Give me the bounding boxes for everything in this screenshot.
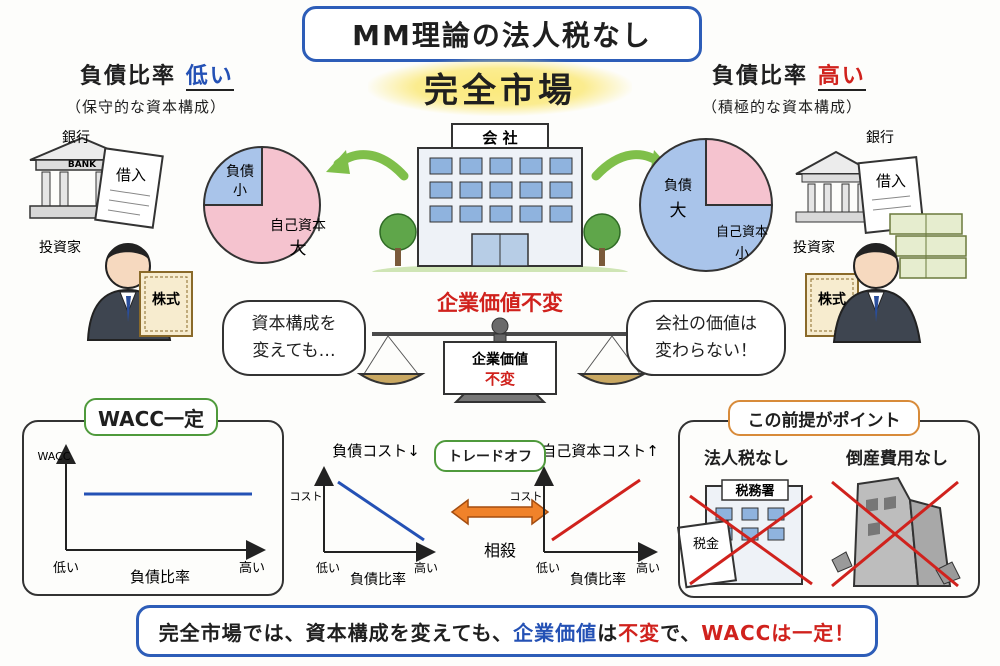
scale-label-line1: 企業価値 [471,351,528,368]
right-stock-label: 株式 [818,291,846,308]
left-pie-debt-slice [202,145,263,206]
left-loan-label: 借入 [116,166,146,184]
left-heading-emph: 低い [185,64,234,91]
right-pie-chart [639,137,774,272]
right-investor-label: 投資家 [793,239,835,256]
equity-cost-x-high: 高い [636,560,660,575]
right-pie-equity-slice [705,137,774,206]
bubble-left-line1: 資本構成を [251,313,337,334]
cash-stack-icon [889,213,967,279]
title-frame: MM理論の法人税なし [302,6,702,62]
debt-cost-y-label: コスト [290,490,323,503]
company-sign: 会 社 [482,129,517,147]
left-investor-label: 投資家 [39,239,81,256]
left-pie-equity-line2: 大 [290,239,307,259]
speech-bubble-right: 会社の価値は 変わらない！ [626,300,786,376]
right-investor-icon [805,243,922,343]
left-pie-equity-line1: 自己資本 [270,218,326,234]
tradeoff-tag-text: トレードオフ [448,449,532,465]
right-heading: 負債比率 高い [712,58,866,91]
enterprise-value-heading: 企業価値不変 [436,291,563,315]
bubble-left-line2: 変えても… [252,341,336,361]
offset-label: 相殺 [484,541,516,560]
right-bank-icon [795,150,877,223]
company-building-icon [372,123,628,272]
summary-banner: 完全市場では、資本構成を変えても、 企業価値 は 不変 で、 WACCは一定！ [136,605,878,657]
right-loan-label: 借入 [876,172,906,190]
left-bank-label: 銀行 [62,130,90,146]
wacc-x-label: 負債比率 [130,568,190,586]
bubble-right-line2: 変わらない！ [655,341,757,361]
tax-cross-line-2 [689,494,813,586]
bankruptcy-cross-line-2 [831,480,959,588]
debt-cost-title: 負債コスト↓ [332,442,420,460]
equity-cost-increasing-line [551,478,641,542]
left-pie-debt-line1: 負債 [226,164,254,180]
left-pie-chart [202,145,321,264]
right-pie-equity-line2: 小 [735,246,749,262]
right-pie-debt-line2: 大 [670,201,687,221]
scale-label-line2: 不変 [485,370,515,388]
wacc-panel [22,420,284,596]
debt-cost-decreasing-line [337,480,425,542]
right-pie-debt-slice [639,137,774,272]
perfect-market-heading: 完全市場 [368,58,632,116]
left-loan-document [94,147,164,229]
equity-cost-title: 自己資本コスト↑ [541,442,659,460]
equity-cost-chart [534,466,658,562]
equity-cost-x-label: 負債比率 [570,571,626,588]
equity-cost-x-low: 低い [536,561,560,575]
page-title: MM理論の法人税なし [352,19,652,52]
left-heading-prefix: 負債比率 [80,64,177,89]
tradeoff-tag: トレードオフ [434,440,546,472]
wacc-tag: WACC一定 [84,398,218,436]
summary-part3: は [597,620,619,645]
premise-item-no-bankruptcy-cost: 倒産費用なし [846,449,948,469]
debt-cost-chart [314,466,436,562]
debt-cost-x-low: 低い [316,561,340,575]
wacc-y-label: WACC [38,450,71,463]
summary-part6: WACCは一定！ [701,620,856,645]
summary-part2: 企業価値 [513,620,598,645]
left-pie-debt-line2: 小 [233,183,247,199]
right-bank-label: 銀行 [866,130,894,146]
speech-bubble-left: 資本構成を 変えても… [222,300,366,376]
left-bank-sign: BANK [68,160,97,170]
left-green-arrowhead [326,150,350,174]
left-investor-icon [86,243,193,341]
equity-cost-y-label: コスト [510,490,543,503]
debt-cost-x-high: 高い [414,560,438,575]
subtitle-text: 完全市場 [424,70,576,111]
summary-part5: で、 [660,620,702,645]
right-subheading: （積極的な資本構成） [702,98,863,116]
summary-part1: 完全市場では、資本構成を変えても、 [158,620,514,645]
left-subheading: （保守的な資本構成） [66,98,227,116]
left-stock-label: 株式 [152,291,180,308]
premise-tag: この前提がポイント [728,400,920,436]
right-pie-equity-line1: 自己資本 [716,225,768,240]
tax-document-label: 税金 [693,536,719,552]
wacc-x-high: 高い [239,560,265,576]
premise-tag-text: この前提がポイント [747,410,901,431]
left-heading: 負債比率 低い [80,58,234,91]
wacc-x-low: 低い [53,561,79,576]
collapsed-building-icon [831,476,961,588]
tax-office-icon [676,479,813,589]
double-arrow-icon [450,498,550,526]
balance-scale-icon [356,317,648,403]
premise-item-no-tax: 法人税なし [704,449,789,469]
right-pie-debt-line1: 負債 [664,178,692,194]
right-heading-prefix: 負債比率 [712,64,809,89]
bubble-right-line1: 会社の価値は [655,313,757,334]
right-heading-emph: 高い [817,64,866,91]
debt-cost-x-label: 負債比率 [350,571,406,588]
wacc-chart [56,444,266,560]
wacc-tag-text: WACC一定 [98,406,204,431]
summary-part4: 不変 [618,620,661,645]
tax-office-sign: 税務署 [735,483,774,499]
left-pie-equity-slice [202,145,321,264]
